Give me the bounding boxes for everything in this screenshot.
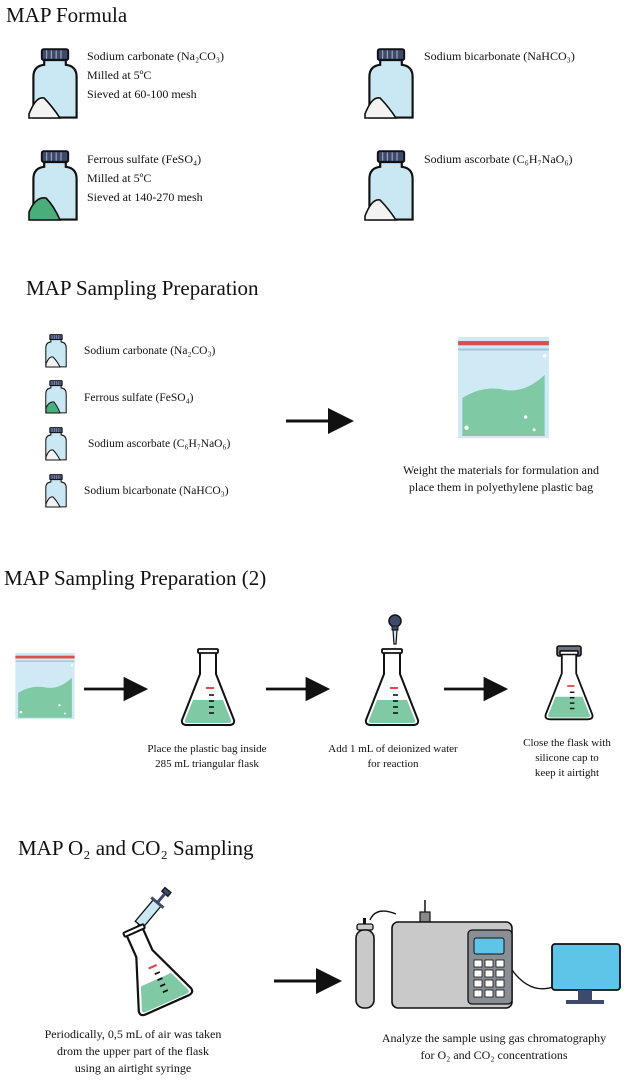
section-title-o2-co2-sampling: MAP O₂ and CO₂ Sampling [18, 836, 254, 860]
arrow-icon [286, 406, 356, 436]
monitor-icon [551, 943, 621, 1004]
prep-item-sodium-bicarbonate: Sodium bicarbonate (NaHCO₃) [84, 485, 229, 497]
step-caption-place-bag: Place the plastic bag inside 285 mL tria… [147, 743, 267, 770]
arrow-icon [274, 966, 344, 996]
jar-icon [45, 334, 67, 368]
gas-cylinder-icon [355, 918, 375, 1009]
item-ferrous-sulfate: Ferrous sulfate (FeSO₄) Milled at 5ºC Si… [87, 152, 203, 204]
dropper-icon [388, 614, 402, 654]
jar-icon [45, 380, 67, 414]
item-sodium-carbonate: Sodium carbonate (Na₂CO₃) Milled at 5ºC … [87, 49, 224, 101]
prep-item-ferrous-sulfate: Ferrous sulfate (FeSO₄) [84, 392, 194, 404]
jar-icon [45, 474, 67, 508]
syringe-icon [131, 886, 172, 934]
arrow-icon [266, 675, 332, 703]
arrow-icon [444, 675, 510, 703]
flask-icon [364, 648, 420, 726]
analysis-caption: Analyze the sample using gas chromatogra… [381, 1031, 607, 1062]
plastic-bag-icon [15, 652, 75, 720]
syringe-and-flask [105, 886, 195, 1018]
sampling-caption: Periodically, 0,5 mL of air was taken dr… [44, 1027, 222, 1075]
jar-icon [364, 150, 414, 221]
flask-icon [180, 648, 236, 726]
step-caption-add-water: Add 1 mL of deionized water for reaction [328, 743, 458, 770]
section-title-sampling-preparation-2: MAP Sampling Preparation (2) [4, 566, 267, 590]
item-sodium-ascorbate: Sodium ascorbate (C₆H₇NaO₆) [424, 152, 573, 166]
jar-icon [364, 48, 414, 119]
item-sodium-bicarbonate: Sodium bicarbonate (NaHCO₃) [424, 49, 575, 63]
jar-icon [28, 48, 78, 119]
section-title-map-formula: MAP Formula [6, 3, 128, 27]
prep-item-sodium-carbonate: Sodium carbonate (Na₂CO₃) [84, 345, 216, 357]
flask-icon [544, 645, 594, 721]
step-caption-close-flask: Close the flask with silicone cap to kee… [523, 737, 611, 779]
section-title-sampling-preparation: MAP Sampling Preparation [26, 276, 259, 300]
gc-setup [355, 900, 621, 1009]
gas-chromatograph-icon [391, 900, 513, 1009]
prep-caption: Weight the materials for formulation and… [403, 463, 599, 494]
jar-icon [28, 150, 78, 221]
prep-item-sodium-ascorbate: Sodium ascorbate (C₆H₇NaO₆) [88, 438, 231, 450]
plastic-bag-icon [458, 336, 549, 439]
jar-icon [45, 427, 67, 461]
arrow-icon [84, 675, 150, 703]
